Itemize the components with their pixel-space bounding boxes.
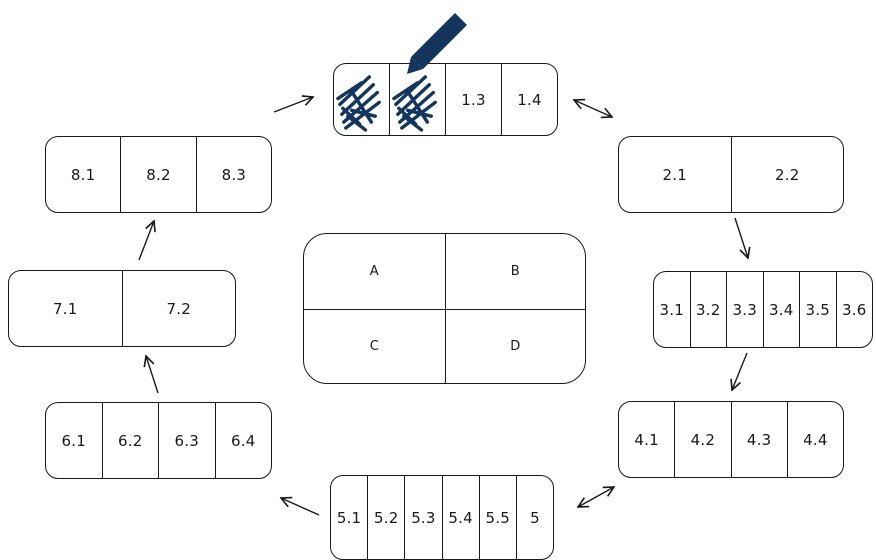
cell-2-1: 2.1	[662, 165, 687, 184]
cell-7-1: 7.1	[53, 299, 78, 318]
group-8-box: 8.1 8.2 8.3	[45, 136, 272, 213]
group-1-box: 1.3 1.4	[333, 63, 558, 136]
cell-4-2: 4.2	[674, 402, 730, 477]
cell-6-2: 6.2	[101, 403, 159, 478]
group-6-box: 6.1 6.2 6.3 6.4	[45, 402, 272, 479]
cell-3-6: 3.6	[835, 272, 873, 347]
cell-6-1: 6.1	[61, 431, 86, 450]
arrow-7-to-8	[138, 221, 154, 261]
cell-7-2: 7.2	[121, 271, 236, 346]
cell-5-3: 5.3	[404, 476, 441, 559]
scribble-mark	[336, 75, 381, 132]
arrow-4-to-5	[578, 487, 614, 507]
quadrant-b: B	[444, 234, 586, 309]
arrow-8-to-1	[273, 97, 313, 113]
cell-6-4: 6.4	[214, 403, 272, 478]
cell-8-2: 8.2	[120, 137, 195, 212]
scribbled-cell-2	[389, 64, 445, 135]
cell-5-4: 5.4	[441, 476, 479, 559]
group-3-box: 3.1 3.2 3.3 3.4 3.5 3.6	[653, 271, 873, 348]
arrow-3-to-4	[732, 352, 748, 390]
cell-5-2: 5.2	[367, 476, 404, 559]
quadrant-d: D	[444, 308, 585, 383]
diagram-canvas: 1.3 1.4 2.1 2.2 3.1 3.2 3.3 3.4 3.5 3.6 …	[8, 13, 873, 560]
group-5-box: 5.1 5.2 5.3 5.4 5.5 5	[330, 475, 554, 560]
cell-5-5: 5.5	[478, 476, 516, 559]
cell-2-2: 2.2	[730, 137, 844, 212]
cell-6-3: 6.3	[158, 403, 215, 478]
cell-3-3: 3.3	[726, 272, 763, 347]
cell-8-1: 8.1	[70, 165, 96, 184]
cell-1-4: 1.4	[501, 64, 557, 135]
arrow-5-to-6	[281, 498, 320, 516]
arrow-2-to-3	[734, 217, 748, 258]
arrow-1-to-2	[574, 100, 612, 117]
center-quadrant-box: A B C D	[303, 233, 586, 384]
scribbled-cell-1	[334, 64, 389, 135]
quadrant-c: C	[304, 308, 445, 384]
cell-1-3: 1.3	[445, 64, 501, 135]
cell-5-1: 5.1	[336, 508, 362, 527]
quadrant-a: A	[369, 263, 379, 279]
cell-3-2: 3.2	[689, 272, 727, 347]
cell-4-1: 4.1	[634, 430, 659, 449]
group-4-box: 4.1 4.2 4.3 4.4	[618, 401, 844, 478]
cell-4-4: 4.4	[786, 402, 843, 477]
cell-3-1: 3.1	[659, 300, 684, 319]
scribble-mark	[392, 75, 437, 132]
cell-3-4: 3.4	[762, 272, 800, 347]
arrow-6-to-7	[146, 356, 159, 394]
cell-8-3: 8.3	[195, 137, 271, 212]
group-2-box: 2.1 2.2	[618, 136, 844, 213]
cell-5-6: 5	[515, 476, 553, 559]
cell-3-5: 3.5	[799, 272, 836, 347]
cell-4-3: 4.3	[730, 402, 787, 477]
group-7-box: 7.1 7.2	[8, 270, 236, 347]
